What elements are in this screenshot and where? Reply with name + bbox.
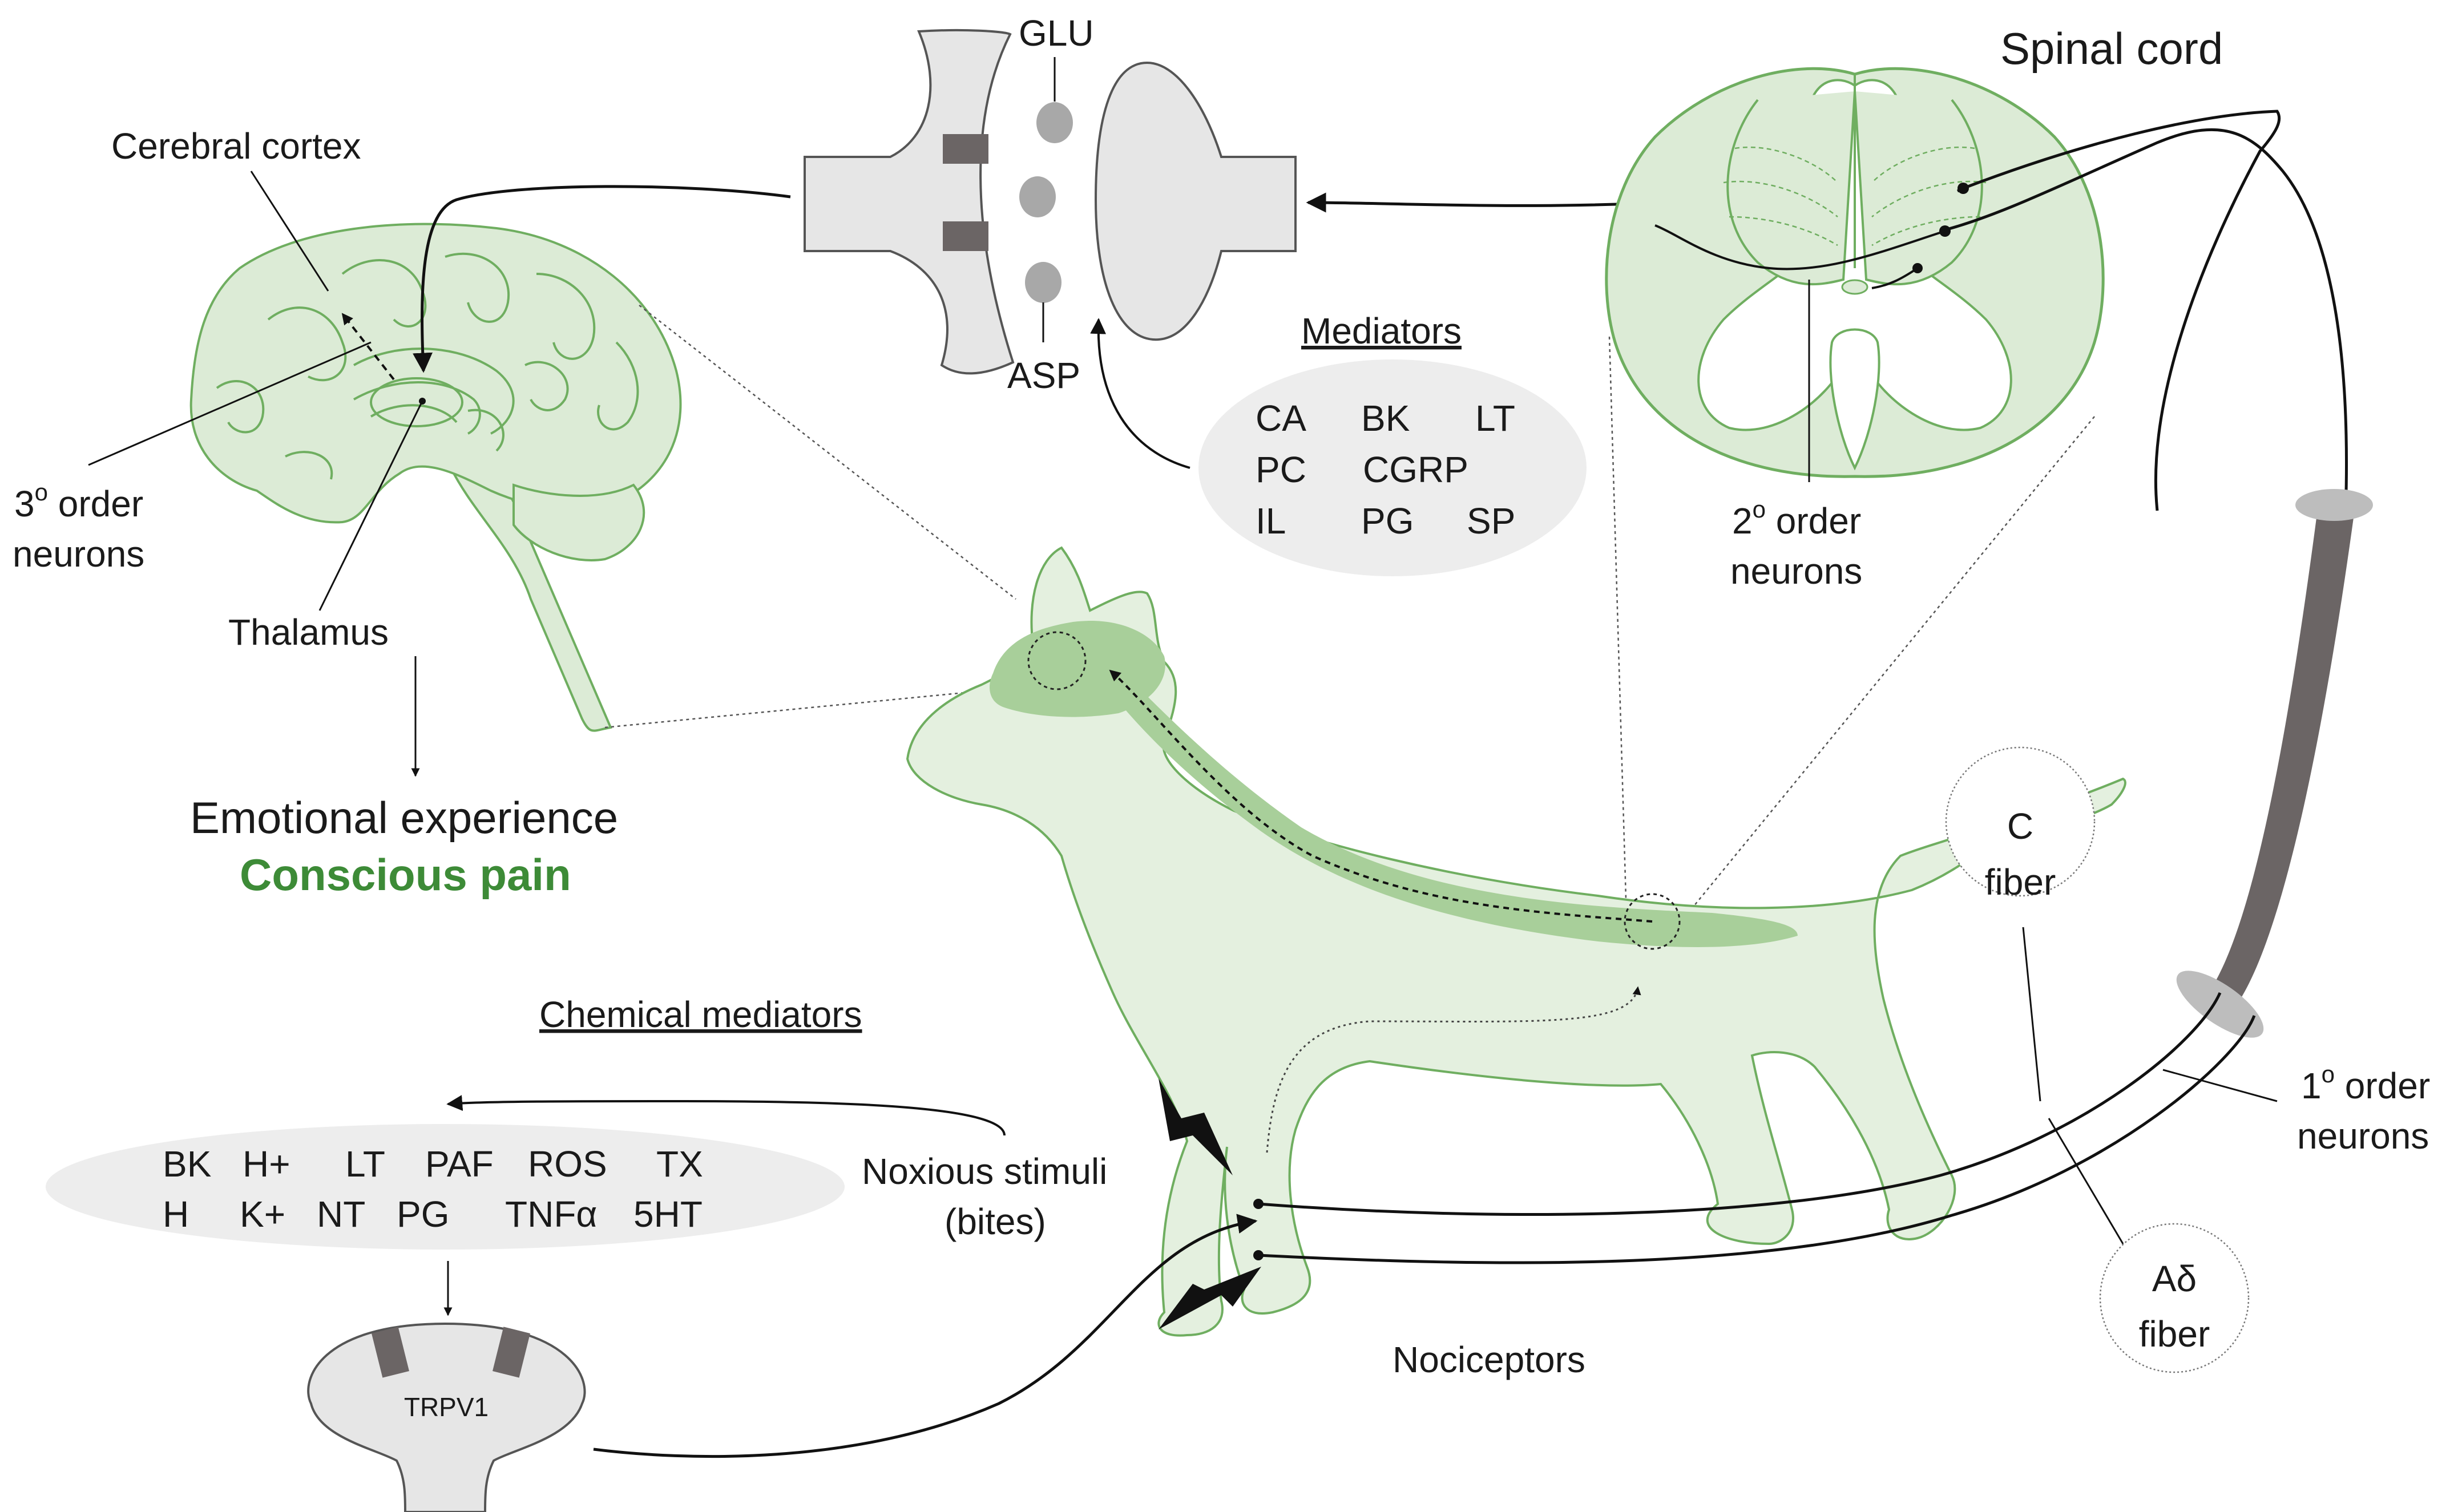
- chem-tnfa: TNFα: [505, 1194, 597, 1235]
- asp-label: ASP: [1007, 355, 1080, 396]
- dog-spinal-cord: [1119, 685, 1798, 947]
- zoom-line-brain-bottom: [604, 684, 1048, 729]
- glu-label: GLU: [1019, 13, 1094, 54]
- first-order-label-2: neurons: [2297, 1115, 2429, 1157]
- noxious-bites-label: (bites): [945, 1201, 1046, 1242]
- thalamus-label: Thalamus: [228, 612, 389, 653]
- mediator-lt: LT: [1475, 398, 1515, 439]
- presynaptic-receptor-bottom: [943, 221, 988, 251]
- third-order-pointer: [88, 341, 372, 466]
- ad-fiber-label-1: Aδ: [2152, 1258, 2197, 1299]
- c-fiber-label-2: fiber: [1985, 862, 2056, 903]
- mediator-il: IL: [1256, 500, 1286, 541]
- brain-gyri: [216, 252, 639, 480]
- mediators-to-synapse-arrow: [1090, 318, 1190, 469]
- cerebral-cortex-label: Cerebral cortex: [111, 126, 361, 167]
- mediators-ellipse: [1198, 359, 1587, 576]
- mediator-ca: CA: [1256, 398, 1306, 439]
- afferent-fiber-lower-line: [1940, 128, 2348, 514]
- fiber-ring-bottom: [2176, 971, 2264, 1038]
- chem-pg: PG: [397, 1194, 449, 1235]
- third-order-label-2: neurons: [13, 533, 144, 575]
- cerebral-cortex-pointer: [250, 171, 329, 292]
- mediator-cgrp: CGRP: [1363, 449, 1468, 490]
- conscious-pain-label: Conscious pain: [240, 850, 571, 900]
- chemical-mediators-ellipse: [46, 1124, 845, 1250]
- chem-5ht: 5HT: [633, 1194, 703, 1235]
- noxious-stimuli-label: Noxious stimuli: [862, 1151, 1107, 1192]
- second-order-label-2: neurons: [1730, 551, 1862, 592]
- spinal-cord-label: Spinal cord: [2000, 23, 2223, 74]
- fiber-bundle: [2209, 514, 2354, 1004]
- emotional-experience-label: Emotional experience: [190, 793, 618, 843]
- synapse-illustration: [804, 29, 1297, 375]
- second-order-label: 2o order: [1732, 496, 1861, 541]
- dog-brain-region: [990, 621, 1165, 717]
- mediators-title: Mediators: [1301, 310, 1462, 351]
- synapse-to-thalamus-arrow: [413, 185, 791, 373]
- mediator-pc: PC: [1256, 449, 1306, 490]
- mediator-pg: PG: [1361, 500, 1414, 541]
- ad-fiber-circle: [2099, 1223, 2250, 1373]
- thalamus-pointer: [318, 401, 423, 611]
- vesicle-asp: [1025, 262, 1062, 303]
- nociceptors-label: Nociceptors: [1393, 1339, 1585, 1380]
- presynaptic-receptor-top: [943, 134, 988, 164]
- ad-fiber-label-2: fiber: [2139, 1313, 2210, 1355]
- chem-k-plus: K+: [240, 1194, 285, 1235]
- chem-h-plus: H+: [243, 1143, 290, 1184]
- lightning-bolt-lower: [1159, 1267, 1261, 1329]
- trpv1-label: TRPV1: [404, 1392, 489, 1422]
- brain-illustration: [189, 223, 682, 732]
- cerebellum-shape: [512, 483, 645, 561]
- lightning-bolt-upper: [1159, 1078, 1233, 1175]
- presynaptic-terminal: [804, 29, 1015, 375]
- first-order-label: 1o order: [2301, 1061, 2430, 1106]
- mediator-sp: SP: [1467, 500, 1515, 541]
- chem-h: H: [163, 1194, 189, 1235]
- chem-paf: PAF: [425, 1143, 494, 1184]
- vesicle-middle: [1019, 176, 1056, 217]
- chem-nt: NT: [317, 1194, 365, 1235]
- postsynaptic-terminal: [1094, 61, 1297, 341]
- zoom-line-brain-top: [639, 305, 1016, 600]
- chem-ros: ROS: [528, 1143, 607, 1184]
- c-fiber-circle: [1945, 746, 2096, 897]
- chem-tx: TX: [656, 1143, 703, 1184]
- cortex-projection-arrow: [341, 313, 395, 381]
- afferent-fiber-upper-line: [1963, 110, 2281, 511]
- vesicle-glu: [1036, 102, 1073, 143]
- mediator-bk: BK: [1361, 398, 1410, 439]
- chem-lt: LT: [345, 1143, 385, 1184]
- c-fiber-label-1: C: [2007, 806, 2033, 847]
- chemical-mediators-title: Chemical mediators: [539, 994, 862, 1035]
- trpv1-to-nociceptor-arrow: [593, 1214, 1258, 1458]
- chem-bk: BK: [163, 1143, 211, 1184]
- cerebrum-shape: [189, 223, 682, 524]
- third-order-label: 3o order: [14, 479, 143, 524]
- spinal-cord-section: [1605, 67, 2105, 478]
- fiber-ring-top: [2295, 489, 2373, 521]
